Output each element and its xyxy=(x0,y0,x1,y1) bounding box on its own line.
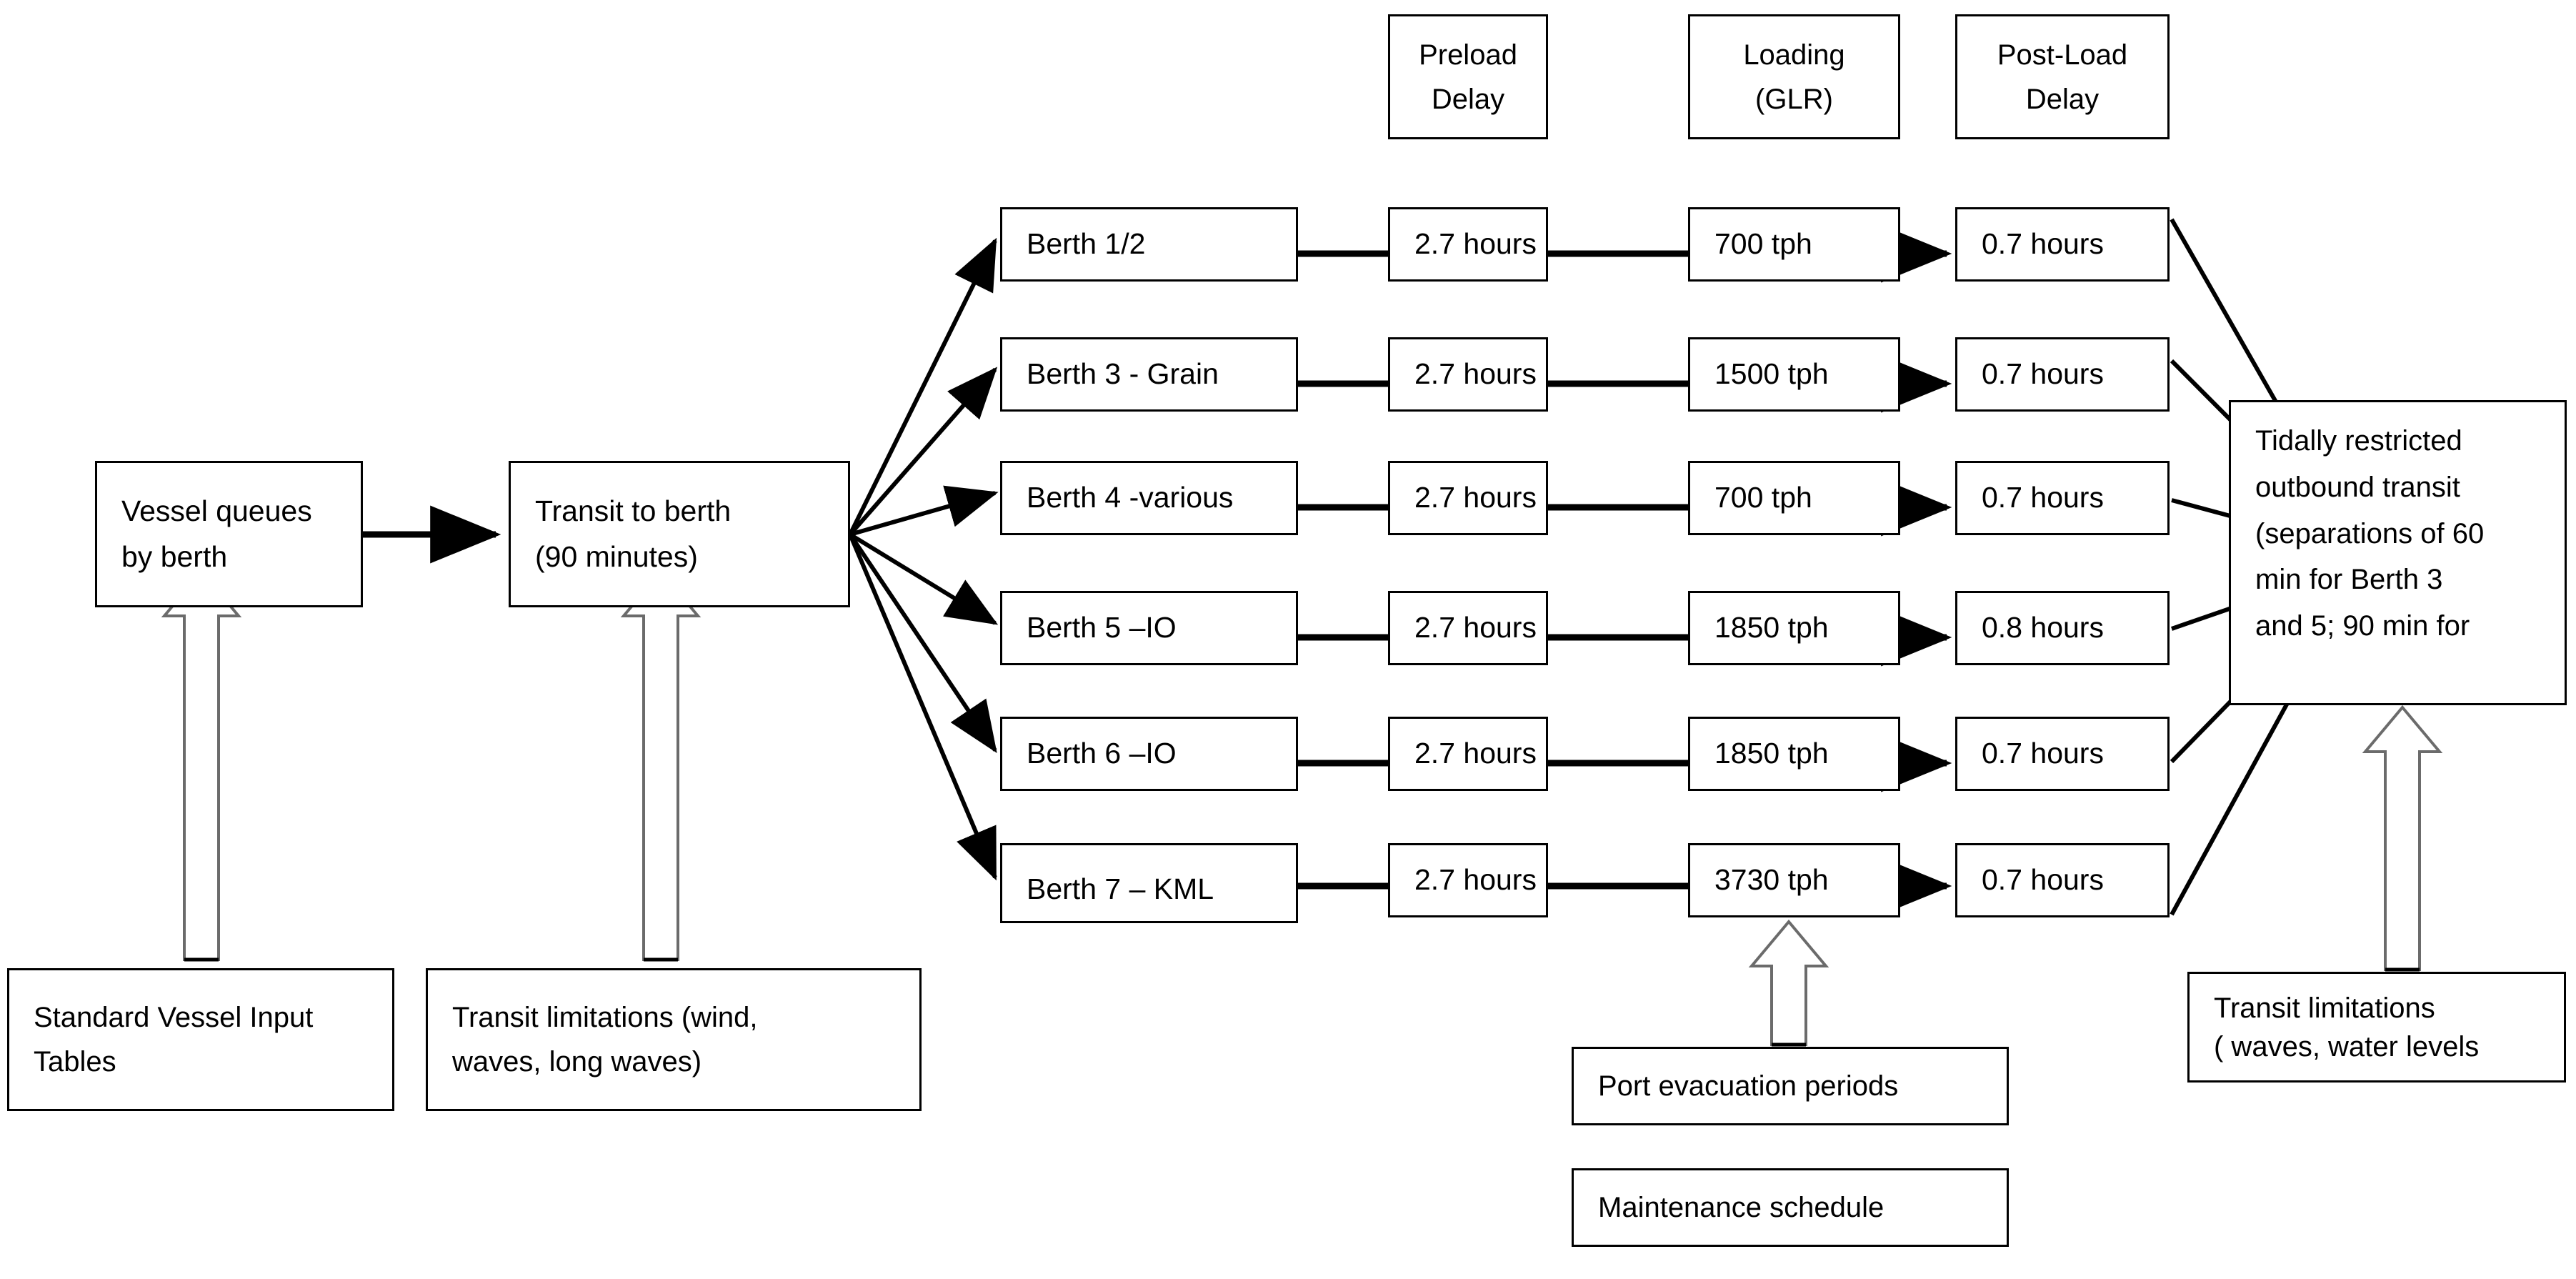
node-transit-limitations-wind[interactable]: Transit limitations (wind, waves, long w… xyxy=(426,968,922,1111)
node-berth-6[interactable]: Berth 6 –IO xyxy=(1000,717,1298,791)
node-maintenance-schedule[interactable]: Maintenance schedule xyxy=(1572,1168,2009,1247)
node-postload-5[interactable]: 0.7 hours xyxy=(1955,717,2170,791)
node-loading-1[interactable]: 700 tph xyxy=(1688,207,1900,282)
node-preload-6[interactable]: 2.7 hours xyxy=(1388,843,1548,917)
berth-4-label: Berth 4 -various xyxy=(1027,481,1234,514)
node-port-evacuation-periods[interactable]: Port evacuation periods xyxy=(1572,1047,2009,1125)
node-preload-4[interactable]: 2.7 hours xyxy=(1388,591,1548,665)
loading-5-value: 1850 tph xyxy=(1714,737,1829,770)
outbound-line1: Tidally restricted xyxy=(2255,425,2462,457)
berth-6-label: Berth 6 –IO xyxy=(1027,737,1177,770)
edge-loading-to-postload xyxy=(1881,224,1952,915)
header-loading-glr-line1: Loading xyxy=(1743,39,1845,71)
node-berth-3[interactable]: Berth 3 - Grain xyxy=(1000,337,1298,412)
node-transit-limitations-waves[interactable]: Transit limitations ( waves, water level… xyxy=(2187,972,2566,1083)
loading-6-value: 3730 tph xyxy=(1714,863,1829,897)
vessel-queues-line1: Vessel queues xyxy=(121,494,312,527)
node-standard-vessel-input-tables[interactable]: Standard Vessel Input Tables xyxy=(7,968,394,1111)
berth-7-label-line2: ·· xyxy=(1002,912,1296,921)
header-post-load-delay-line2: Delay xyxy=(2025,83,2100,115)
node-preload-5[interactable]: 2.7 hours xyxy=(1388,717,1548,791)
node-preload-3[interactable]: 2.7 hours xyxy=(1388,461,1548,535)
node-postload-2[interactable]: 0.7 hours xyxy=(1955,337,2170,412)
edge-berth-to-preload xyxy=(1298,250,1388,890)
transit-limitations-waves-line2: ( waves, water levels xyxy=(2214,1030,2480,1062)
node-transit-to-berth[interactable]: Transit to berth (90 minutes) xyxy=(509,461,850,607)
preload-3-value: 2.7 hours xyxy=(1414,481,1537,514)
postload-1-value: 0.7 hours xyxy=(1982,227,2104,261)
transit-limitations-wind-line2: waves, long waves) xyxy=(452,1046,702,1078)
berth-3-label: Berth 3 - Grain xyxy=(1027,357,1219,391)
node-preload-1[interactable]: 2.7 hours xyxy=(1388,207,1548,282)
node-postload-1[interactable]: 0.7 hours xyxy=(1955,207,2170,282)
preload-2-value: 2.7 hours xyxy=(1414,357,1537,391)
transit-limitations-waves-line1: Transit limitations xyxy=(2214,992,2435,1024)
preload-5-value: 2.7 hours xyxy=(1414,737,1537,770)
node-preload-2[interactable]: 2.7 hours xyxy=(1388,337,1548,412)
node-loading-5[interactable]: 1850 tph xyxy=(1688,717,1900,791)
postload-4-value: 0.8 hours xyxy=(1982,611,2104,645)
maintenance-schedule-label: Maintenance schedule xyxy=(1598,1192,1884,1223)
header-loading-glr: Loading (GLR) xyxy=(1688,14,1900,139)
header-loading-glr-line2: (GLR) xyxy=(1755,83,1833,115)
header-post-load-delay: Post-Load Delay xyxy=(1955,14,2170,139)
postload-3-value: 0.7 hours xyxy=(1982,481,2104,514)
block-arrow-vessel-input xyxy=(161,569,242,961)
node-postload-3[interactable]: 0.7 hours xyxy=(1955,461,2170,535)
postload-6-value: 0.7 hours xyxy=(1982,863,2104,897)
postload-2-value: 0.7 hours xyxy=(1982,357,2104,391)
outbound-line4: min for Berth 3 xyxy=(2255,564,2443,596)
node-berth-5[interactable]: Berth 5 –IO xyxy=(1000,591,1298,665)
standard-vessel-input-line1: Standard Vessel Input xyxy=(34,1002,314,1033)
berth-5-label: Berth 5 –IO xyxy=(1027,611,1177,645)
preload-6-value: 2.7 hours xyxy=(1414,863,1537,897)
node-loading-3[interactable]: 700 tph xyxy=(1688,461,1900,535)
transit-to-berth-line2: (90 minutes) xyxy=(535,539,698,573)
transit-limitations-wind-line1: Transit limitations (wind, xyxy=(452,1002,758,1033)
standard-vessel-input-line2: Tables xyxy=(34,1046,116,1078)
header-post-load-delay-line1: Post-Load xyxy=(1997,39,2128,71)
preload-1-value: 2.7 hours xyxy=(1414,227,1537,261)
outbound-line2: outbound transit xyxy=(2255,471,2460,503)
node-loading-4[interactable]: 1850 tph xyxy=(1688,591,1900,665)
node-postload-6[interactable]: 0.7 hours xyxy=(1955,843,2170,917)
header-preload-delay: Preload Delay xyxy=(1388,14,1548,139)
node-loading-2[interactable]: 1500 tph xyxy=(1688,337,1900,412)
berth-1-label: Berth 1/2 xyxy=(1027,227,1146,261)
loading-1-value: 700 tph xyxy=(1714,227,1812,261)
postload-5-value: 0.7 hours xyxy=(1982,737,2104,770)
header-preload-delay-line2: Delay xyxy=(1431,83,1505,115)
outbound-line3: (separations of 60 xyxy=(2255,517,2485,549)
vessel-queues-line2: by berth xyxy=(121,539,228,573)
berth-7-label: Berth 7 – KML xyxy=(1027,872,1214,905)
node-berth-4[interactable]: Berth 4 -various xyxy=(1000,461,1298,535)
block-arrow-outbound-limits xyxy=(2362,705,2443,971)
header-preload-delay-line1: Preload xyxy=(1419,39,1517,71)
loading-4-value: 1850 tph xyxy=(1714,611,1829,645)
port-evacuation-periods-label: Port evacuation periods xyxy=(1598,1070,1899,1102)
transit-to-berth-line1: Transit to berth xyxy=(535,494,732,527)
node-postload-4[interactable]: 0.8 hours xyxy=(1955,591,2170,665)
node-berth-1[interactable]: Berth 1/2 xyxy=(1000,207,1298,282)
node-berth-7[interactable]: Berth 7 – KML ·· xyxy=(1000,843,1298,923)
node-tidally-restricted-outbound-transit[interactable]: Tidally restricted outbound transit (sep… xyxy=(2229,400,2567,705)
node-vessel-queues[interactable]: Vessel queues by berth xyxy=(95,461,363,607)
loading-2-value: 1500 tph xyxy=(1714,357,1829,391)
outbound-line5: and 5; 90 min for xyxy=(2255,610,2470,642)
node-loading-6[interactable]: 3730 tph xyxy=(1688,843,1900,917)
loading-3-value: 700 tph xyxy=(1714,481,1812,514)
preload-4-value: 2.7 hours xyxy=(1414,611,1537,645)
block-arrow-loading-inputs xyxy=(1748,919,1829,1046)
edge-preload-to-loading xyxy=(1548,250,1688,890)
block-arrow-transit-limits xyxy=(620,569,702,961)
edge-transit-fanout xyxy=(848,237,999,881)
